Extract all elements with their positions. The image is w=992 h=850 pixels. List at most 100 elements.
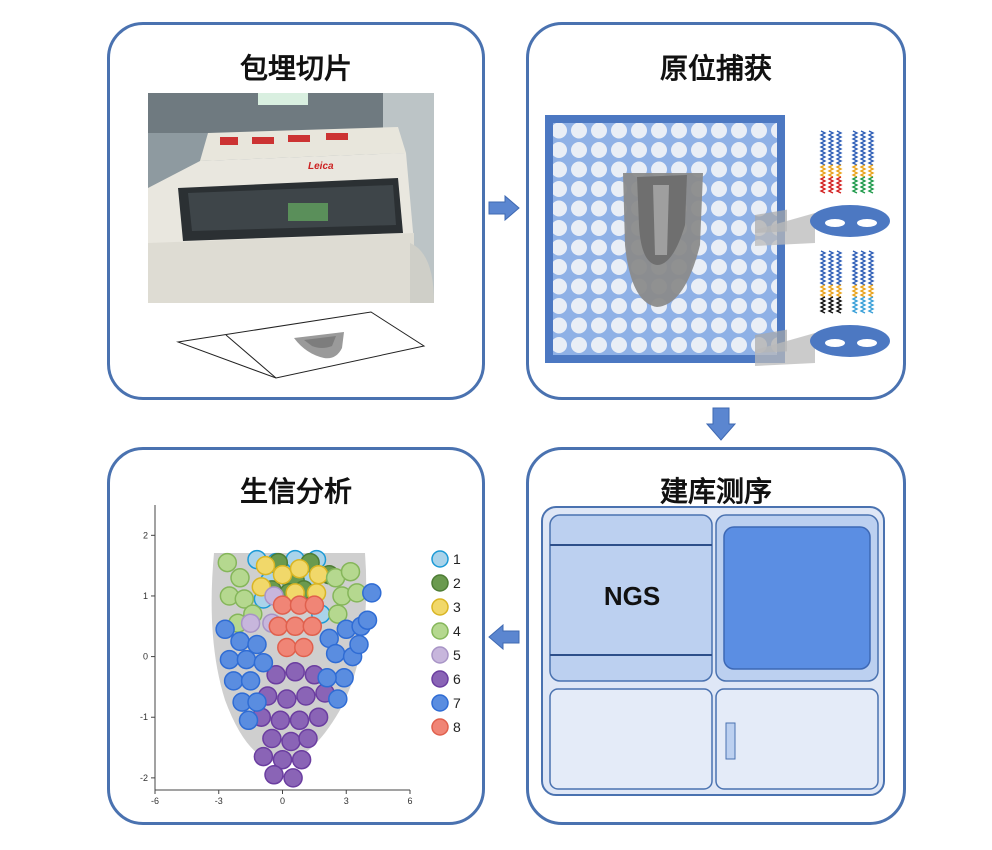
probe-strand: [819, 176, 827, 194]
probe-strand: [867, 296, 875, 314]
cluster-3-point: [308, 564, 329, 585]
y-tick-label: -2: [140, 773, 148, 783]
cluster-4-point: [234, 589, 255, 609]
cluster-5-point: [240, 613, 261, 633]
cluster-4-point: [340, 561, 361, 582]
legend-swatch-4: [431, 622, 449, 640]
panel-title-library: 建库测序: [659, 475, 772, 508]
probe-strand: [827, 130, 835, 166]
cluster-3-point: [272, 564, 293, 585]
probe-strand: [827, 164, 835, 178]
legend-swatch-6: [431, 670, 449, 688]
probe-strand: [867, 284, 875, 298]
cluster-8-point: [277, 637, 297, 658]
y-tick-label: 0: [143, 652, 148, 662]
probe-strand: [819, 284, 827, 298]
probe-strand: [819, 296, 827, 314]
cluster-6-point: [281, 731, 301, 752]
cluster-7-point: [317, 668, 337, 688]
probe-strand: [859, 176, 867, 194]
probe-strand: [867, 164, 875, 178]
probe-strand: [835, 164, 843, 178]
probe-strand: [835, 250, 843, 286]
cluster-4-point: [217, 552, 238, 573]
cluster-4-point: [328, 604, 348, 624]
cluster-6-point: [285, 662, 305, 682]
probe-strand: [851, 296, 859, 314]
cluster-6-point: [296, 686, 316, 706]
legend-label-3: 3: [453, 599, 461, 615]
probe-strand: [867, 176, 875, 194]
cluster-7-point: [223, 671, 244, 691]
probe-strand: [819, 130, 827, 166]
sequencer-illustration: NGS: [541, 506, 885, 796]
probe-strand: [835, 130, 843, 166]
tissue-slide: [176, 311, 426, 379]
probe-strand: [835, 284, 843, 298]
capture-chip: [545, 115, 787, 363]
legend-swatch-3: [431, 598, 449, 616]
arrow-down-icon: [705, 407, 737, 441]
cluster-6-point: [289, 710, 310, 731]
x-tick-label: 3: [344, 796, 349, 806]
legend-label-7: 7: [453, 695, 461, 711]
cluster-6-point: [308, 707, 329, 727]
probe-strand: [859, 164, 867, 178]
probe-strand: [859, 250, 867, 286]
cluster-7-point: [247, 692, 267, 712]
y-tick-label: 2: [143, 530, 148, 540]
probe-strand: [867, 130, 875, 166]
legend-label-2: 2: [453, 575, 461, 591]
cluster-8-point: [304, 595, 325, 615]
probe-strand: [851, 130, 859, 166]
cluster-7-point: [230, 631, 250, 652]
cluster-6-point: [283, 768, 303, 788]
capture-probe-illustration: [755, 130, 890, 366]
cluster-3-point: [289, 558, 310, 579]
legend-label-6: 6: [453, 671, 461, 687]
cluster-8-point: [294, 637, 314, 658]
probe-strand: [851, 284, 859, 298]
cluster-7-point: [215, 619, 235, 640]
legend-swatch-7: [431, 694, 449, 712]
probe-strand: [827, 284, 835, 298]
legend-label-1: 1: [453, 551, 461, 567]
legend-swatch-5: [431, 646, 449, 664]
legend-swatch-1: [431, 550, 449, 568]
cluster-7-point: [240, 671, 261, 691]
probe-strand: [851, 176, 859, 194]
x-tick-label: -3: [215, 796, 223, 806]
probe-strand: [819, 250, 827, 286]
probe-strand: [859, 296, 867, 314]
cluster-7-point: [253, 652, 274, 673]
ngs-label: NGS: [604, 581, 660, 611]
probe-strand: [859, 130, 867, 166]
probe-strand: [819, 164, 827, 178]
y-tick-label: 1: [143, 591, 148, 601]
cluster-7-point: [357, 610, 378, 630]
y-tick-label: -1: [140, 712, 148, 722]
probe-strand: [835, 176, 843, 194]
legend-label-4: 4: [453, 623, 461, 639]
cryostat-photo: Leica: [148, 93, 434, 303]
probe-strand: [867, 250, 875, 286]
legend-label-5: 5: [453, 647, 461, 663]
probe-strand: [859, 284, 867, 298]
cluster-7-point: [219, 649, 240, 670]
cluster-7-point: [349, 634, 369, 655]
cluster-6-point: [253, 746, 274, 767]
cluster-6-point: [270, 710, 291, 731]
cluster-7-point: [238, 710, 259, 731]
cluster-6-point: [262, 728, 282, 749]
legend-swatch-2: [431, 574, 449, 592]
cluster-3-point: [255, 555, 276, 576]
cluster-6-point: [291, 749, 312, 770]
cluster-8-point: [268, 616, 289, 637]
probe-strand: [851, 250, 859, 286]
probe-strand: [827, 296, 835, 314]
probe-strand: [827, 176, 835, 194]
cluster-4-point: [230, 568, 250, 588]
cluster-7-point: [362, 583, 382, 603]
cluster-8-point: [285, 616, 305, 637]
